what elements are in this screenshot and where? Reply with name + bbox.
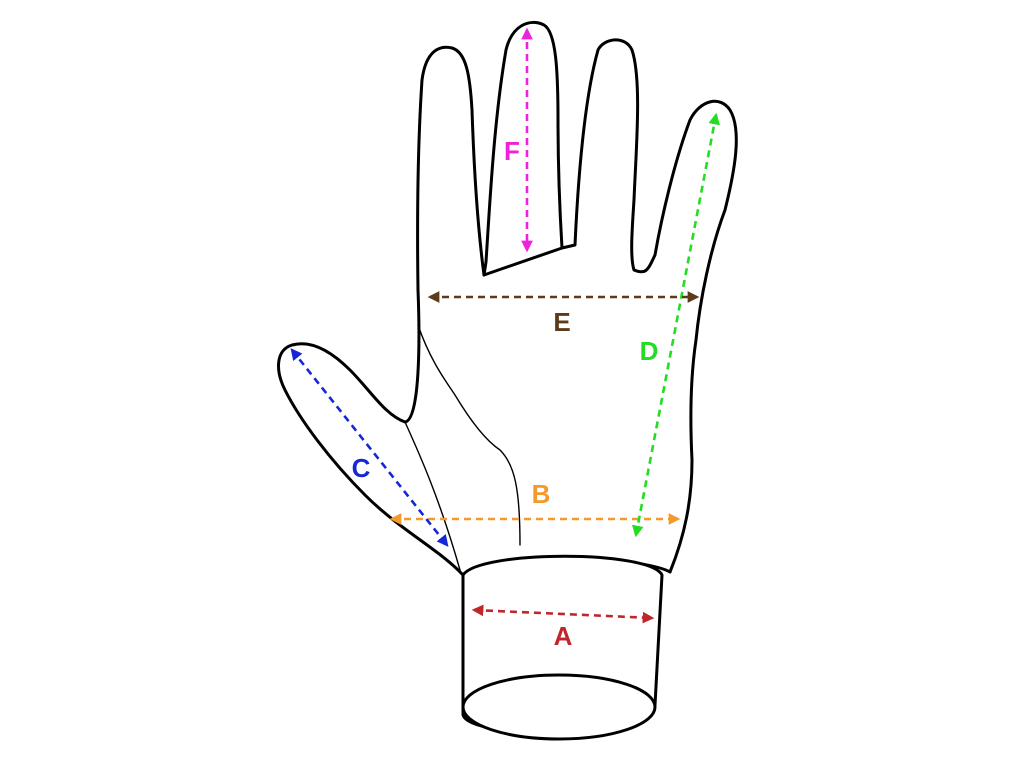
cuff-opening	[461, 673, 657, 741]
measure-line-a	[471, 604, 655, 624]
label-a: A	[554, 621, 573, 651]
label-d: D	[640, 336, 659, 366]
label-f: F	[504, 136, 520, 166]
label-b: B	[532, 479, 551, 509]
measurement-lines	[290, 27, 720, 624]
label-e: E	[553, 307, 570, 337]
finger-gap-line	[482, 246, 564, 277]
measurement-labels: A B C D E F	[352, 136, 659, 651]
measure-line-c	[290, 348, 449, 547]
hand-outline	[277, 20, 738, 577]
label-c: C	[352, 453, 371, 483]
